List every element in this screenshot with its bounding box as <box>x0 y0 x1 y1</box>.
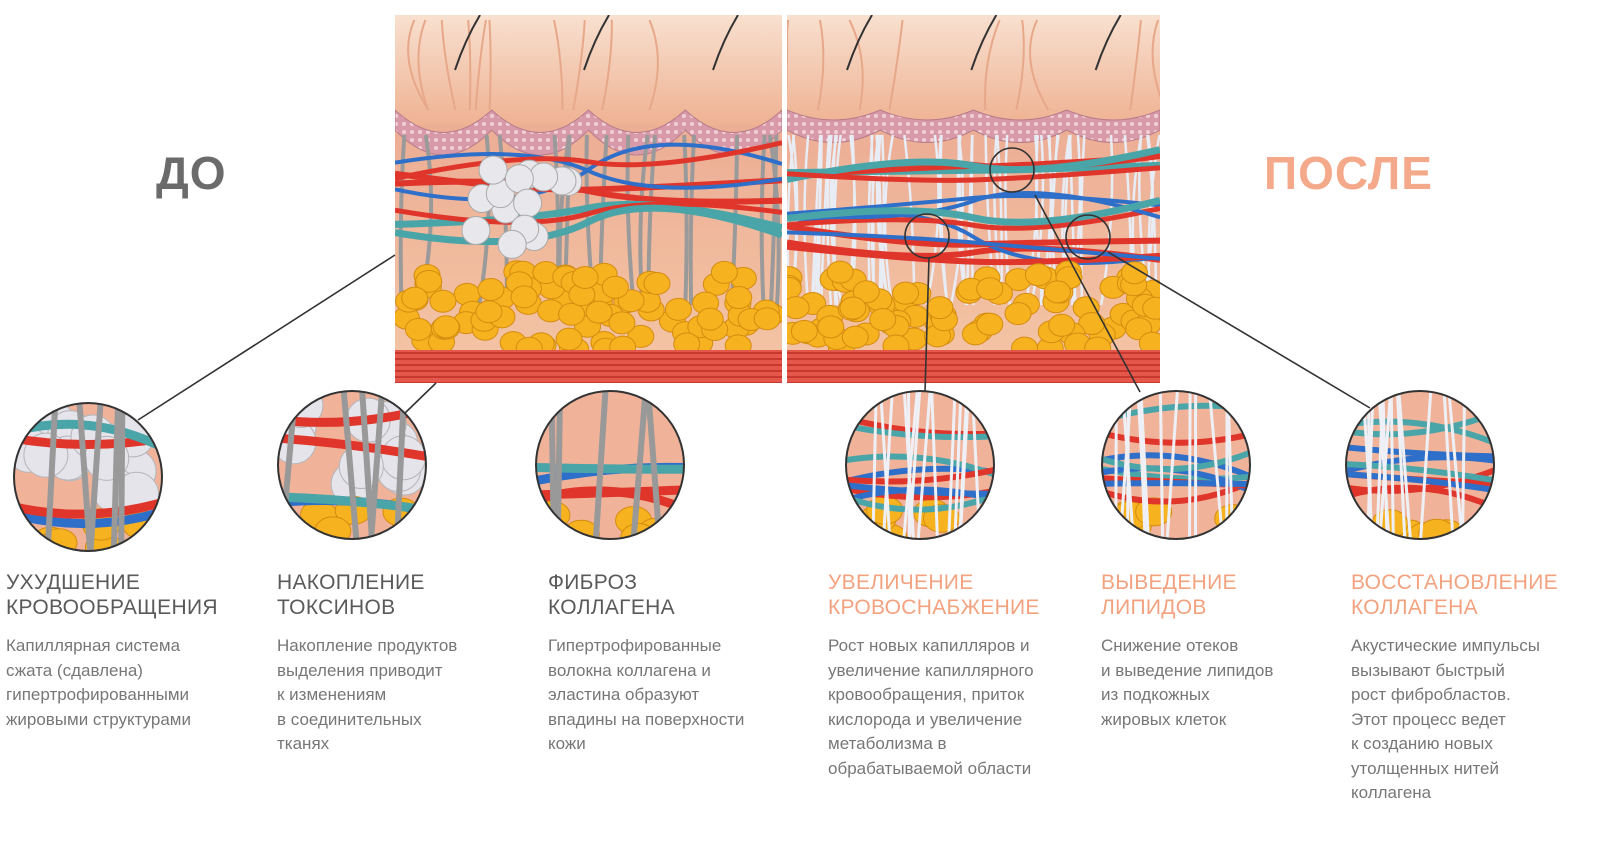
title-line: НАКОПЛЕНИЕ <box>277 571 425 594</box>
marker-circle <box>989 147 1035 193</box>
description-line: к изменениям <box>277 685 387 704</box>
marker-circle <box>904 213 950 259</box>
zoom-circle <box>14 403 162 551</box>
description-line: гипертрофированными <box>6 685 189 704</box>
zoom-circle-outline <box>277 390 427 540</box>
description-line: кислорода и увеличение <box>828 709 1023 729</box>
after-skin-panel <box>787 15 1160 383</box>
zoom-circle-outline <box>845 390 995 540</box>
description-line: Снижение отеков <box>1101 636 1239 655</box>
description-line: жировыми структурами <box>6 709 191 729</box>
title-line: ФИБРОЗ <box>548 571 638 594</box>
description-line: Рост новых капилляров и <box>828 636 1030 655</box>
column-description: Снижение отеков и выведение липидов из под… <box>1101 634 1351 732</box>
description-line: рост фибробластов. <box>1351 685 1511 704</box>
description-line: вызывают быстрый <box>1351 660 1505 680</box>
description-line: сжата (сдавлена) <box>6 660 143 680</box>
description-line: из подкожных <box>1101 685 1210 704</box>
description-line: впадины на поверхности <box>548 709 745 729</box>
title-line: ТОКСИНОВ <box>277 596 396 619</box>
column-description: Гипертрофированные волокна коллагена и эла… <box>548 634 798 757</box>
column-description: Накопление продуктов выделения приводит к … <box>277 634 527 757</box>
zoom-circle <box>1346 391 1494 539</box>
description-line: кожи <box>548 734 586 753</box>
zoom-circle <box>536 391 684 539</box>
zoom-circle-outline <box>1345 390 1495 540</box>
title-line: ВОССТАНОВЛЕНИЕ <box>1351 571 1558 594</box>
zoom-circle-outline <box>13 402 163 552</box>
connector-line <box>1107 251 1371 409</box>
after-label: ПОСЛЕ <box>1264 147 1433 199</box>
connector-line <box>1034 194 1141 393</box>
title-line: КОЛЛАГЕНА <box>548 596 675 619</box>
description-line: обрабатываемой области <box>828 758 1032 778</box>
connector-line <box>137 254 396 421</box>
column-description: Рост новых капилляров и увеличение капилл… <box>828 634 1078 781</box>
description-line: Накопление продуктов <box>277 636 458 655</box>
zoom-circle-outline <box>535 390 685 540</box>
description-line: утолщенных нитей <box>1351 758 1499 778</box>
marker-circle <box>1065 214 1111 260</box>
description-line: Гипертрофированные <box>548 636 722 655</box>
title-line: УХУДШЕНИЕ <box>6 571 141 594</box>
description-line: увеличение капиллярного <box>828 660 1034 680</box>
title-line: КРОВОСНАБЖЕНИЕ <box>828 596 1040 619</box>
description-line: в соединительных <box>277 709 422 729</box>
description-line: кровообращения, приток <box>828 685 1025 704</box>
description-line: и выведение липидов <box>1101 660 1274 680</box>
zoom-circle-outline <box>1101 390 1251 540</box>
description-line: Акустические импульсы <box>1351 636 1540 655</box>
zoom-circle <box>278 391 426 539</box>
zoom-circle <box>1102 391 1250 539</box>
description-line: коллагена <box>1351 783 1432 802</box>
description-line: волокна коллагена и <box>548 660 711 680</box>
column-description: Акустические импульсы вызывают быстрый рос… <box>1351 634 1600 806</box>
connector-line <box>404 382 437 414</box>
column-description: Капиллярная система сжата (сдавлена) гипер… <box>6 634 256 732</box>
description-line: тканях <box>277 734 330 753</box>
description-line: выделения приводит <box>277 660 443 680</box>
description-line: Капиллярная система <box>6 636 181 655</box>
description-line: к созданию новых <box>1351 734 1493 753</box>
description-line: жировых клеток <box>1101 709 1227 729</box>
title-line: КРОВООБРАЩЕНИЯ <box>6 596 218 619</box>
title-line: ВЫВЕДЕНИЕ <box>1101 571 1237 594</box>
title-line: УВЕЛИЧЕНИЕ <box>828 571 974 594</box>
before-skin-panel <box>395 15 782 383</box>
title-line: КОЛЛАГЕНА <box>1351 596 1478 619</box>
description-line: Этот процесс ведет <box>1351 709 1506 729</box>
connector-line <box>924 257 930 393</box>
description-line: метаболизма в <box>828 734 947 753</box>
description-line: эластина образуют <box>548 685 700 704</box>
title-line: ЛИПИДОВ <box>1101 596 1207 619</box>
zoom-circle <box>846 391 994 539</box>
before-label: ДО <box>156 147 227 199</box>
